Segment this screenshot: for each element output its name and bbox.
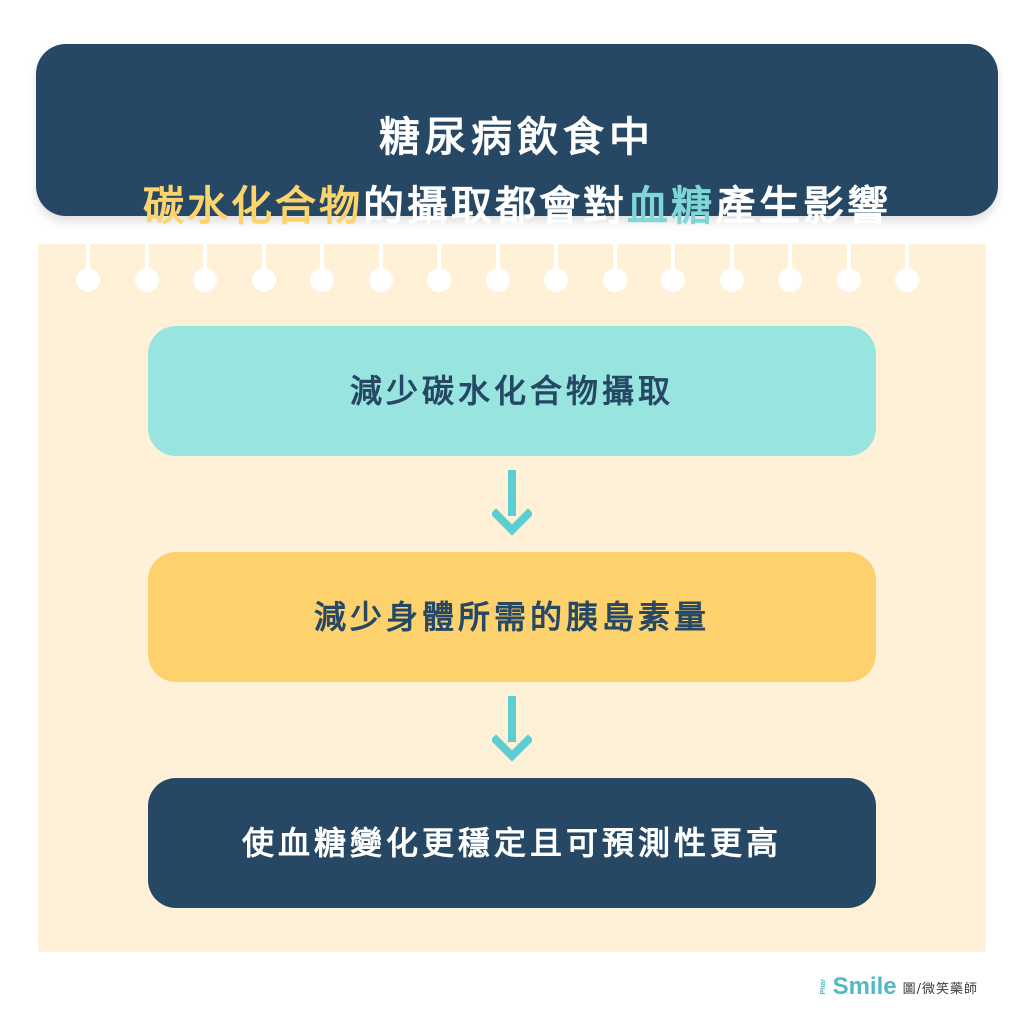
- flow-step-1: 減少碳水化合物攝取: [148, 326, 876, 456]
- binding-hole: [602, 244, 627, 292]
- binding-hole: [661, 244, 685, 292]
- credit-brand-logo: Smile: [832, 973, 897, 1000]
- title-line-1: 糖尿病飲食中: [379, 113, 655, 161]
- flow-step-3: 使血糖變化更穩定且可預測性更高: [148, 778, 876, 908]
- binding-hole: [485, 244, 510, 292]
- credit-brand-prefix: Phar: [819, 979, 827, 995]
- binding-hole: [193, 244, 217, 292]
- binding-hole: [427, 244, 451, 292]
- binding-hole: [368, 244, 393, 292]
- binding-hole: [310, 244, 334, 292]
- binding-hole: [544, 244, 568, 292]
- credit: Phar Smile 圖/微笑藥師: [820, 972, 978, 1002]
- binding-hole: [251, 244, 276, 292]
- down-arrow-icon: [492, 696, 532, 762]
- binding-hole: [134, 244, 159, 292]
- title-line-2: 碳水化合物的攝取都會對血糖產生影響: [36, 181, 998, 231]
- title-text-end: 產生影響: [715, 182, 891, 230]
- title-banner: 糖尿病飲食中 碳水化合物的攝取都會對血糖產生影響: [36, 44, 998, 230]
- title-highlight-blood-sugar: 血糖: [627, 182, 715, 230]
- flow-step-2: 減少身體所需的胰島素量: [148, 552, 876, 682]
- down-arrow-icon: [492, 470, 532, 536]
- title-highlight-carbohydrate: 碳水化合物: [143, 182, 363, 230]
- binding-hole: [719, 244, 744, 292]
- binding-hole: [836, 244, 861, 292]
- title-text-middle: 的攝取都會對: [363, 182, 627, 230]
- binding-hole: [895, 244, 919, 292]
- binding-hole: [778, 244, 802, 292]
- notepad-binding-holes: [38, 244, 986, 294]
- binding-hole: [76, 244, 100, 292]
- credit-note: 圖/微笑藥師: [902, 981, 978, 997]
